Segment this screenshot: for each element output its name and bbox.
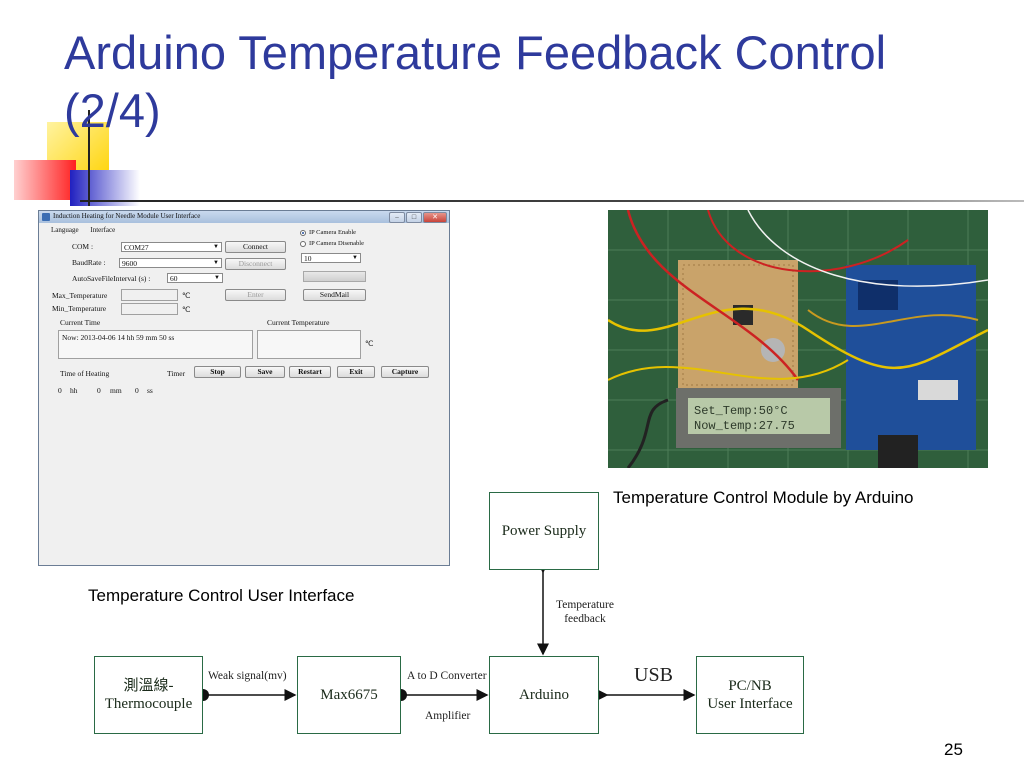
disconnect-button[interactable]: Disconnect [225, 258, 286, 270]
heating-minutes: 0 [97, 386, 101, 395]
pcnb-line-2: User Interface [707, 696, 793, 712]
window-controls: – □ ✕ [389, 212, 447, 223]
current-time-box: Now: 2013-04-06 14 hh 59 mm 50 ss [58, 330, 253, 359]
max-temp-label: Max_Temperature [52, 291, 108, 300]
thermocouple-line-2: Thermocouple [104, 696, 193, 712]
baud-value: 9600 [122, 259, 137, 268]
photo-caption: Temperature Control Module by Arduino [613, 488, 914, 507]
camera-select[interactable]: 10 ▼ [301, 253, 361, 263]
autosave-label: AutoSaveFileInterval (s) : [72, 274, 151, 283]
feedback-line-1: Temperature [556, 599, 614, 611]
camera-enable-radio[interactable] [300, 230, 306, 236]
pcnb-box: PC/NB User Interface [696, 656, 804, 734]
min-temp-unit: ℃ [182, 305, 191, 314]
pcnb-line-1: PC/NB [728, 678, 772, 694]
current-temp-unit: ℃ [365, 339, 374, 348]
exit-button[interactable]: Exit [337, 366, 375, 378]
menu-bar: Language Interface [51, 226, 125, 234]
feedback-label: Temperature feedback [556, 598, 614, 626]
page-number: 25 [944, 740, 963, 759]
power-supply-box: Power Supply [489, 492, 599, 570]
baud-label: BaudRate : [72, 258, 106, 267]
com-select[interactable]: COM27 ▼ [121, 242, 222, 252]
current-time-label: Current Time [60, 318, 101, 327]
camera-enable-label: IP Camera Enable [309, 229, 357, 236]
min-temp-label: Min_Temperature [52, 304, 107, 313]
camera-value: 10 [304, 254, 312, 263]
thermocouple-line-1: 測溫線- [123, 678, 174, 694]
dropdown-arrow-icon: ▼ [213, 260, 219, 266]
app-icon [42, 213, 50, 221]
heating-hours: 0 [58, 386, 62, 395]
max-temp-unit: ℃ [182, 291, 191, 300]
heating-seconds: 0 [135, 386, 139, 395]
max-temp-input[interactable] [121, 289, 178, 301]
dropdown-arrow-icon: ▼ [214, 275, 220, 281]
usb-label: USB [634, 664, 673, 686]
min-temp-input[interactable] [121, 303, 178, 315]
max6675-box: Max6675 [297, 656, 401, 734]
amplifier-label: Amplifier [425, 710, 471, 722]
power-supply-label: Power Supply [501, 523, 587, 539]
camera-bar [303, 271, 366, 282]
ui-window-screenshot: Induction Heating for Needle Module User… [38, 210, 450, 566]
decor-red-square [14, 160, 76, 200]
com-label: COM : [72, 242, 94, 251]
capture-button[interactable]: Capture [381, 366, 429, 378]
dropdown-arrow-icon: ▼ [213, 244, 219, 250]
timer-label: Timer [167, 369, 186, 378]
stop-button[interactable]: Stop [194, 366, 241, 378]
com-value: COM27 [124, 243, 149, 252]
max6675-label: Max6675 [320, 687, 378, 703]
menu-language[interactable]: Language [51, 226, 79, 234]
window-title: Induction Heating for Needle Module User… [53, 212, 201, 220]
heating-hours-unit: hh [70, 386, 78, 395]
a-to-d-label: A to D Converter [407, 670, 487, 682]
arduino-label: Arduino [519, 687, 569, 703]
arduino-box: Arduino [489, 656, 599, 734]
baud-select[interactable]: 9600 ▼ [119, 258, 222, 268]
lcd-line-1: Set_Temp:50°C [694, 404, 788, 418]
sendmail-button[interactable]: SendMail [303, 289, 366, 301]
current-time-value: Now: 2013-04-06 14 hh 59 mm 50 ss [62, 333, 175, 342]
weak-signal-label: Weak signal(mv) [208, 670, 287, 682]
maximize-icon[interactable]: □ [406, 212, 422, 223]
ui-caption: Temperature Control User Interface [88, 586, 355, 605]
heating-minutes-unit: mm [110, 386, 122, 395]
restart-button[interactable]: Restart [289, 366, 331, 378]
menu-interface[interactable]: Interface [90, 226, 116, 234]
autosave-select[interactable]: 60 ▼ [167, 273, 223, 283]
save-button[interactable]: Save [245, 366, 285, 378]
minimize-icon[interactable]: – [389, 212, 405, 223]
connect-button[interactable]: Connect [225, 241, 286, 253]
decor-vertical-line [88, 110, 90, 206]
window-titlebar: Induction Heating for Needle Module User… [39, 211, 449, 223]
thermocouple-box: 測溫線- Thermocouple [94, 656, 203, 734]
heating-seconds-unit: ss [147, 386, 153, 395]
current-temp-box [257, 330, 361, 359]
title-underline [80, 200, 1024, 202]
arduino-module-photo: Set_Temp:50°C Now_temp:27.75 [608, 210, 988, 468]
dropdown-arrow-icon: ▼ [352, 255, 358, 261]
time-of-heating-label: Time of Heating [60, 369, 110, 378]
enter-button[interactable]: Enter [225, 289, 286, 301]
feedback-line-2: feedback [564, 613, 606, 625]
camera-disenable-label: IP Camera Disenable [309, 240, 364, 247]
current-temp-label: Current Temperature [267, 318, 330, 327]
close-icon[interactable]: ✕ [423, 212, 447, 223]
camera-disenable-radio[interactable] [300, 241, 306, 247]
slide-title: Arduino Temperature Feedback Control (2/… [64, 26, 887, 137]
lcd-line-2: Now_temp:27.75 [694, 419, 795, 433]
autosave-value: 60 [170, 274, 178, 283]
